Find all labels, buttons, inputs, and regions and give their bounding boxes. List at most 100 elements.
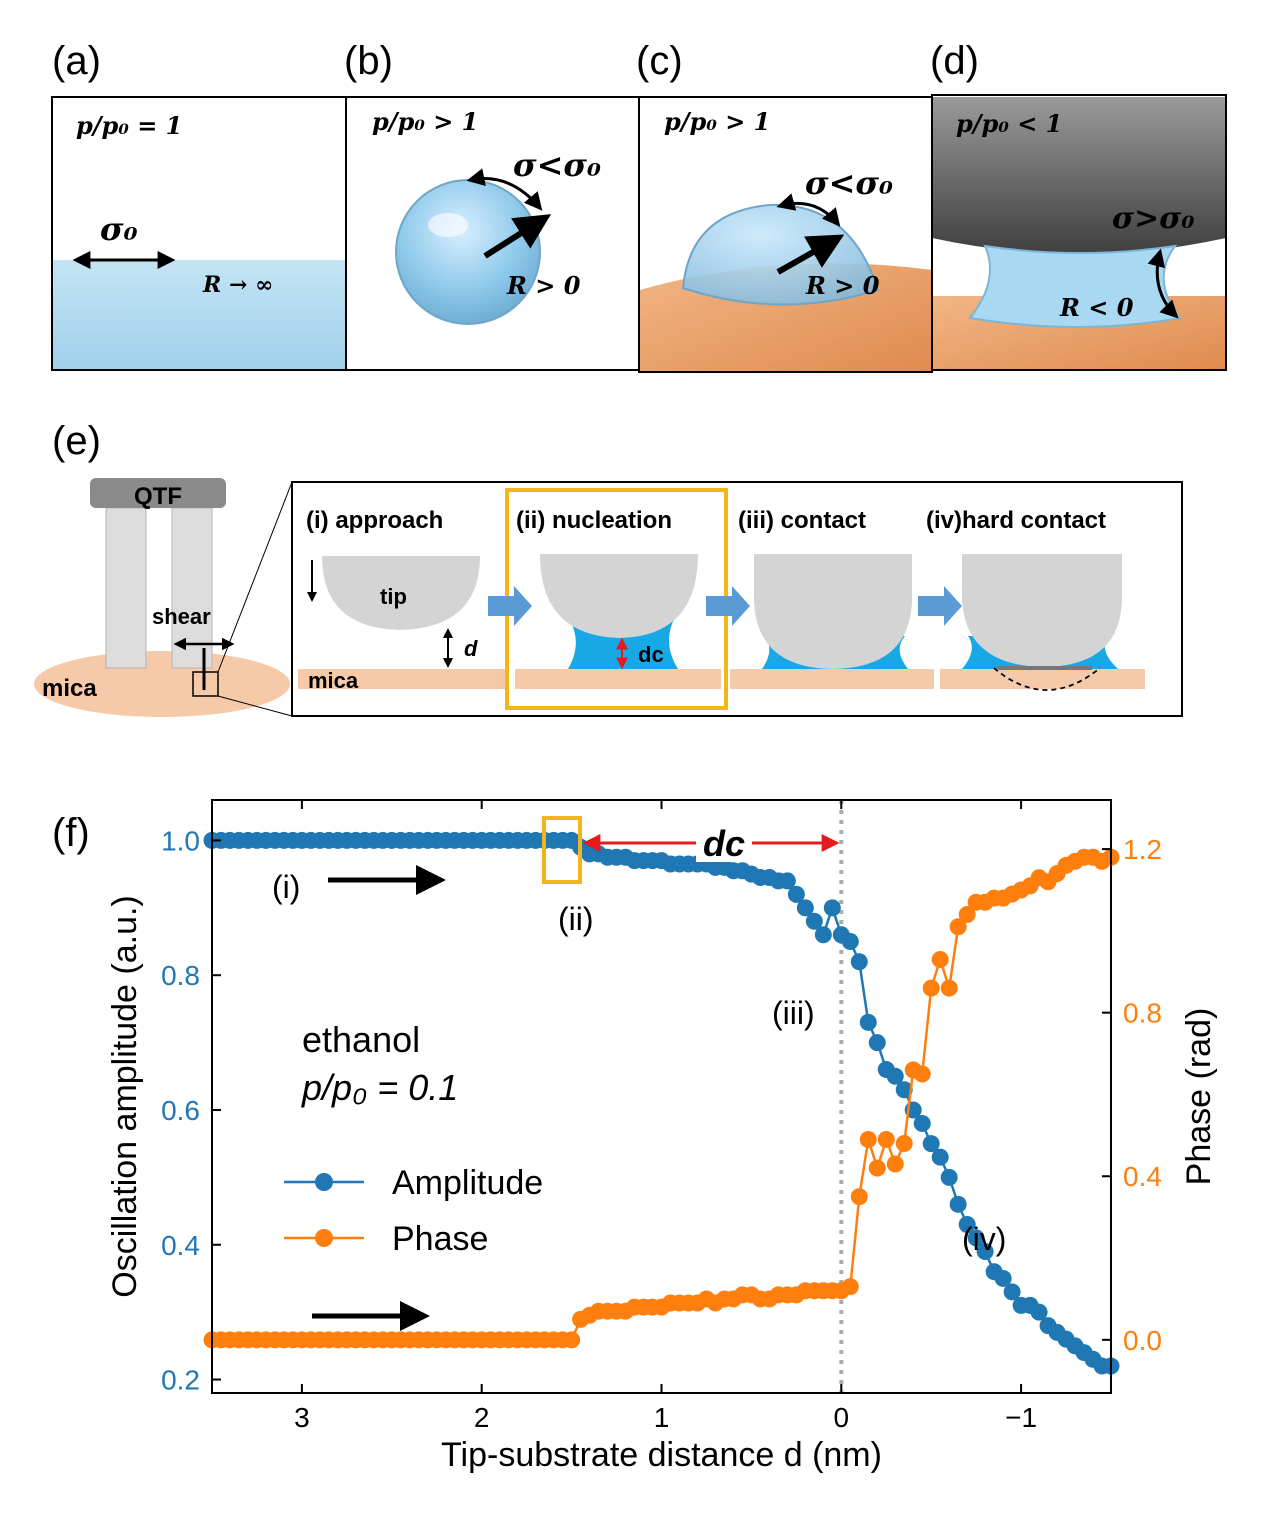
panel-b-curved-arrow <box>466 168 543 211</box>
tip-ii <box>540 554 698 638</box>
annotation-iii: (iii) <box>772 995 815 1031</box>
tip-i <box>322 556 480 630</box>
phase-point <box>949 918 967 936</box>
panel-b-label: (b) <box>344 39 393 83</box>
y-left-tick-label: 0.2 <box>161 1365 200 1396</box>
qtf-cap <box>90 478 226 508</box>
deformation-line <box>993 667 1101 691</box>
y-left-axis-label: Oscillation amplitude (a.u.) <box>106 895 144 1298</box>
step-arrow-1 <box>488 586 532 626</box>
phase-point <box>868 1159 886 1177</box>
x-tick-label: −1 <box>1005 1402 1037 1433</box>
amplitude-point <box>967 1229 985 1247</box>
amplitude-point <box>949 1195 967 1213</box>
y-right-tick-label: 1.2 <box>1123 834 1162 865</box>
dc-label: dc <box>638 642 664 667</box>
step-ii-label: (ii) nucleation <box>516 507 672 534</box>
shear-label: shear <box>152 604 211 629</box>
amplitude-point <box>976 1242 994 1260</box>
droplet <box>395 179 541 325</box>
panel-c-label: (c) <box>636 39 683 83</box>
panel-d-tip <box>932 97 1226 254</box>
phase-point <box>841 1278 859 1296</box>
amplitude-point <box>841 933 859 951</box>
panel-b-ratio: p/p₀ > 1 <box>372 107 478 136</box>
y-left-tick-label: 1.0 <box>161 825 200 856</box>
panel-d-label: (d) <box>930 39 979 83</box>
amplitude-point <box>814 926 832 944</box>
amplitude-point <box>940 1168 958 1186</box>
amplitude-point <box>778 872 796 890</box>
amplitude-point <box>931 1148 949 1166</box>
nucleation-box <box>542 816 582 884</box>
phase-point <box>931 950 949 968</box>
tip-label: tip <box>380 584 407 609</box>
panel-c: p/p₀ > 1 σ<σ₀ R > 0 <box>638 96 933 373</box>
phase-point <box>877 1130 895 1148</box>
phase-point <box>958 906 976 924</box>
phase-point <box>922 979 940 997</box>
gap-label: d <box>464 636 478 661</box>
mica-label-left: mica <box>42 675 97 702</box>
amplitude-point <box>1030 1303 1048 1321</box>
phase-point <box>913 1065 931 1083</box>
qtf-schematic: QTF shear mica <box>34 478 293 717</box>
panel-a: p/p₀ = 1 σ₀ R → ∞ <box>51 96 347 371</box>
step-iii-label: (iii) contact <box>738 507 866 534</box>
panel-a-label: (a) <box>52 39 101 83</box>
phase-point <box>886 1155 904 1173</box>
x-tick-label: 1 <box>654 1402 670 1433</box>
x-axis-label: Tip-substrate distance d (nm) <box>441 1436 882 1474</box>
panel-a-sigma: σ₀ <box>100 210 138 248</box>
amplitude-point <box>913 1114 931 1132</box>
panel-c-sigma: σ<σ₀ <box>805 164 893 202</box>
y-right-tick-label: 0.4 <box>1123 1161 1162 1192</box>
amplitude-point <box>868 1034 886 1052</box>
amplitude-point <box>895 1081 913 1099</box>
panel-d: p/p₀ < 1 σ>σ₀ R < 0 <box>931 94 1227 371</box>
qtf-label: QTF <box>134 483 182 510</box>
amplitude-point <box>787 885 805 903</box>
x-tick-label: 0 <box>834 1402 850 1433</box>
x-tick-label: 2 <box>474 1402 490 1433</box>
phase-point <box>895 1135 913 1153</box>
capillary-bridge <box>968 244 1182 328</box>
step-arrow-2 <box>706 586 750 626</box>
annotation-i: (i) <box>272 869 300 905</box>
zoom-line-top <box>217 481 293 673</box>
mica-disk <box>34 651 290 717</box>
amplitude-point <box>805 912 823 930</box>
mica-label: mica <box>308 668 359 693</box>
panel-d-frame <box>931 94 1227 371</box>
amplitude-point <box>886 1067 904 1085</box>
panel-d-radius: R < 0 <box>1059 293 1134 322</box>
panel-c-curved-arrow <box>776 193 841 227</box>
dc-chart-label: dc <box>703 823 745 864</box>
y-right-tick-label: 0.8 <box>1123 998 1162 1029</box>
amplitude-point <box>922 1135 940 1153</box>
dc-label-bg <box>696 822 752 862</box>
amplitude-point <box>859 1013 877 1031</box>
sample-annotation: ethanol <box>302 1019 420 1060</box>
tip-iv <box>962 554 1122 667</box>
y-left-tick-label: 0.4 <box>161 1230 200 1261</box>
droplet-highlight <box>428 213 468 237</box>
amplitude-point <box>823 899 841 917</box>
panel-b-radius: R > 0 <box>506 271 581 300</box>
ratio-annotation: p/p₀ = 0.1 <box>301 1067 458 1108</box>
panel-c-radius: R > 0 <box>805 271 880 300</box>
legend-label-amplitude: Amplitude <box>392 1164 543 1202</box>
panel-a-ratio: p/p₀ = 1 <box>76 111 182 140</box>
panel-b-sigma: σ<σ₀ <box>513 146 601 184</box>
tip-iii <box>754 554 912 669</box>
legend-marker-amplitude <box>315 1173 333 1191</box>
amplitude-point <box>850 953 868 971</box>
legend-label-phase: Phase <box>392 1220 488 1258</box>
annotation-iv: (iv) <box>962 1221 1006 1257</box>
sessile-drop <box>681 203 880 306</box>
step-i-label: (i) approach <box>306 507 443 534</box>
panel-a-radius: R → ∞ <box>202 272 273 298</box>
panel-c-ratio: p/p₀ > 1 <box>664 107 770 136</box>
